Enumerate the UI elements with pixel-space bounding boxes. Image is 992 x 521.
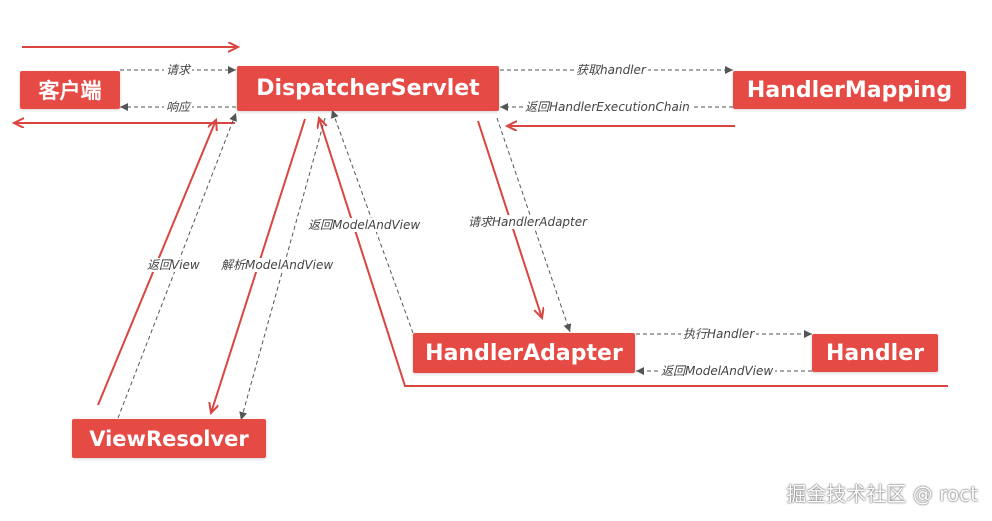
node-handler-adapter: HandlerAdapter xyxy=(413,333,635,373)
node-handler-mapping: HandlerMapping xyxy=(733,71,966,109)
flow-arrow-handler-return-path xyxy=(319,118,948,387)
label-return-mav-dispatcher: 返回ModelAndView xyxy=(306,218,423,232)
watermark: 掘金技术社区 @ roct xyxy=(786,482,978,506)
label-return-mav-adapter: 返回ModelAndView xyxy=(659,364,776,378)
label-request-adapter: 请求HandlerAdapter xyxy=(466,215,590,229)
label-get-handler: 获取handler xyxy=(574,63,648,77)
label-request: 请求 xyxy=(164,63,193,77)
label-execute-handler: 执行Handler xyxy=(681,327,757,341)
node-view-resolver: ViewResolver xyxy=(72,419,266,458)
node-handler: Handler xyxy=(812,334,938,372)
label-response: 响应 xyxy=(164,100,193,114)
label-parse-mav: 解析ModelAndView xyxy=(219,258,336,272)
node-client: 客户端 xyxy=(20,71,120,109)
dashed-arrow-adapter-to-dispatcher xyxy=(330,109,414,334)
label-return-view: 返回View xyxy=(145,258,202,272)
label-return-chain: 返回HandlerExecutionChain xyxy=(523,100,692,114)
node-dispatcher-servlet: DispatcherServlet xyxy=(237,66,499,111)
